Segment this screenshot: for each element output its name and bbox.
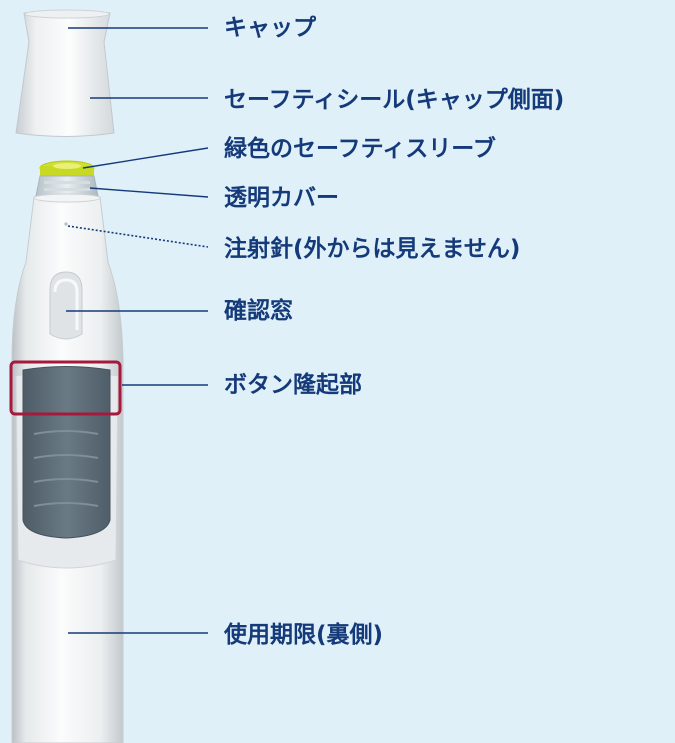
expiry-date-label: 使用期限(裏側) (224, 622, 384, 648)
confirmation-window-shape (49, 271, 83, 340)
cap-label: キャップ (224, 15, 316, 41)
needle-label: 注射針(外からは見えません) (224, 236, 521, 262)
leader-sleeve (82, 147, 209, 169)
safety-seal-label: セーフティシール(キャップ側面) (224, 87, 565, 113)
cap-shape (15, 10, 115, 137)
button-ridge-highlight (9, 360, 122, 416)
confirmation-window-label: 確認窓 (224, 298, 293, 324)
transparent-cover-label: 透明カバー (224, 185, 339, 211)
button-shape (22, 366, 111, 539)
button-ridge-label: ボタン隆起部 (224, 372, 362, 398)
leader-cover (89, 187, 209, 198)
transparent-cover-shape (35, 175, 99, 197)
safety-sleeve-label: 緑色のセーフティスリーブ (224, 136, 496, 162)
leader-needle (67, 225, 209, 248)
